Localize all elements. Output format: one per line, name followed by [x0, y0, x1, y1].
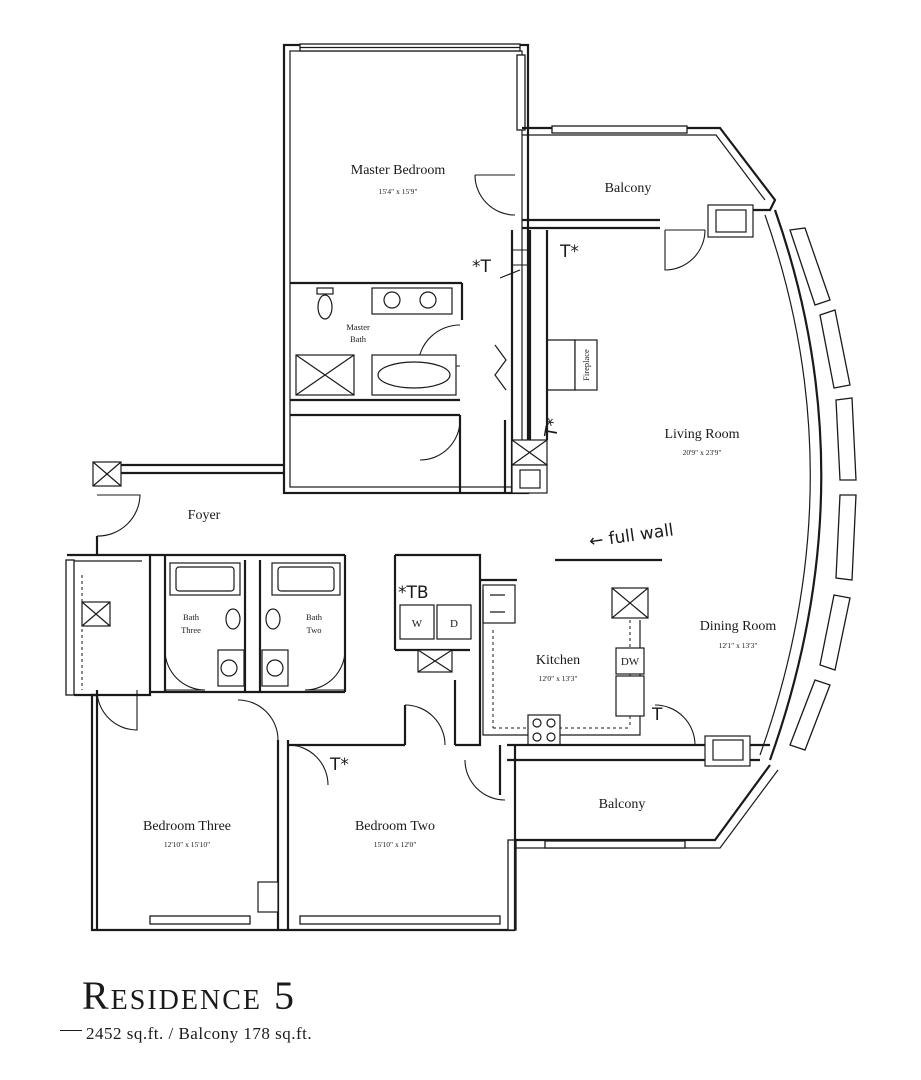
dishwasher-label: DW: [621, 656, 640, 668]
bedroom-three-dim: 12'10" x 15'10": [164, 840, 210, 849]
laundry: [393, 553, 482, 747]
bath-three-label-1: Bath: [183, 612, 200, 622]
fireplace-label: Fireplace: [581, 349, 591, 381]
bedroom-two-door: [287, 744, 329, 786]
kitchen: [480, 578, 649, 746]
foyer-label: Foyer: [188, 508, 221, 523]
bath-three-door: [164, 649, 206, 691]
residence-title: Residence 5: [82, 973, 297, 1018]
closet-door: [419, 419, 461, 461]
curved-exterior-wall: [759, 209, 857, 761]
bedroom-two-walls: [278, 705, 517, 932]
living-room-label: Living Room: [664, 427, 739, 442]
dining-room-label: Dining Room: [700, 619, 777, 634]
t-mark-4: T*: [541, 417, 564, 440]
bedroom-two-closet-door: [464, 759, 506, 801]
bedroom-three-label: Bedroom Three: [143, 819, 231, 834]
dryer-label: D: [450, 618, 458, 630]
bedroom-three-door: [96, 689, 138, 731]
balcony-bottom-door: [654, 704, 696, 746]
t-mark-2: T*: [329, 755, 349, 775]
bath-two-label-2: Two: [307, 625, 322, 635]
bedroom-three-walls: [65, 553, 347, 932]
balcony-top-door: [664, 229, 706, 271]
master-bedroom-label: Master Bedroom: [351, 163, 446, 178]
master-bath-label-1: Master: [346, 322, 370, 332]
master-bedroom-walls: [282, 43, 530, 495]
kitchen-dim: 12'0" x 13'3": [539, 674, 578, 683]
master-bath-label-2: Bath: [350, 334, 367, 344]
subtitle-rule: [60, 1030, 82, 1031]
bath-three-label-2: Three: [181, 625, 201, 635]
bedroom-two-label: Bedroom Two: [355, 819, 435, 834]
foyer-walls: [92, 461, 284, 555]
t-mark-5: T: [651, 705, 663, 725]
balcony-bottom-label: Balcony: [599, 797, 646, 812]
residence-subtitle: 2452 sq.ft. / Balcony 178 sq.ft.: [86, 1024, 313, 1043]
dining-room-dim: 12'1" x 13'3": [719, 641, 758, 650]
laundry-door: [404, 704, 446, 746]
living-room-dim: 20'9" x 23'9": [683, 448, 722, 457]
t-mark-1: T*: [559, 242, 579, 262]
full-wall-annotation: ← full wall: [588, 520, 675, 552]
corridor-walls: [494, 230, 549, 494]
bath-two-label-1: Bath: [306, 612, 323, 622]
balcony-top-walls: [522, 125, 777, 238]
baths-lower-fixtures: [169, 562, 341, 687]
washer-label: W: [412, 618, 423, 630]
master-bedroom-dim: 15'4" x 15'9": [379, 187, 418, 196]
master-bedroom-door: [474, 174, 516, 216]
master-bath-fixtures: [295, 287, 457, 396]
kitchen-label: Kitchen: [536, 653, 580, 668]
tb-annotation: *TB: [398, 583, 429, 603]
entry-door: [96, 494, 141, 537]
bedroom-two-dim: 15'10" x 12'0": [374, 840, 417, 849]
bath-two-door: [304, 649, 346, 691]
t-mark-3: *T: [472, 257, 492, 277]
balcony-bottom-walls: [507, 735, 779, 849]
bedroom-three-door-2: [237, 699, 279, 741]
fireplace: Fireplace: [547, 339, 598, 391]
balcony-top-label: Balcony: [605, 181, 652, 196]
